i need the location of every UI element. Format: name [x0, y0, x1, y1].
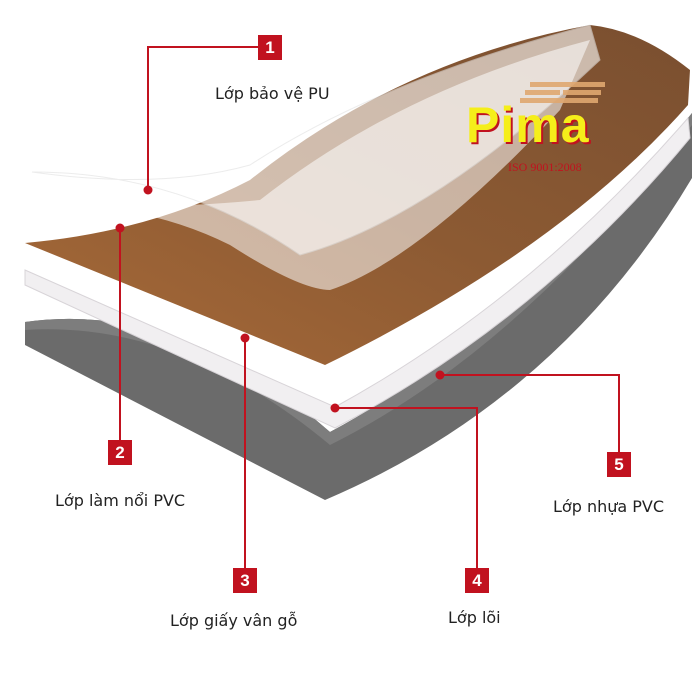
label-layer-2: Lớp làm nổi PVC	[55, 491, 186, 510]
dot-3	[240, 333, 250, 343]
badge-1: 1	[258, 35, 282, 60]
label-layer-4: Lớp lõi	[448, 608, 501, 627]
leader-dots	[115, 185, 445, 413]
leader-line-4	[335, 407, 478, 568]
pu-protective-layer	[31, 24, 601, 256]
leader-line-5	[440, 374, 620, 452]
core-layer	[24, 116, 691, 429]
badge-5: 5	[607, 452, 631, 477]
dot-5	[435, 370, 445, 380]
badge-4: 4	[465, 568, 489, 593]
brand-logo: Pima	[466, 97, 590, 153]
logo-planks-icon	[520, 82, 605, 103]
dot-1	[143, 185, 153, 195]
label-layer-3: Lớp giấy vân gỗ	[170, 611, 298, 630]
base-pvc-layer	[25, 113, 692, 500]
badge-2: 2	[108, 440, 132, 465]
dot-4	[330, 403, 340, 413]
label-layer-1: Lớp bảo vệ PU	[215, 84, 330, 103]
leader-line-1	[147, 46, 258, 190]
iso-certification: ISO 9001:2008	[508, 160, 582, 174]
badge-3: 3	[233, 568, 257, 593]
leader-lines	[119, 46, 620, 568]
label-layer-5: Lớp nhựa PVC	[553, 497, 665, 516]
dot-2	[115, 223, 125, 233]
